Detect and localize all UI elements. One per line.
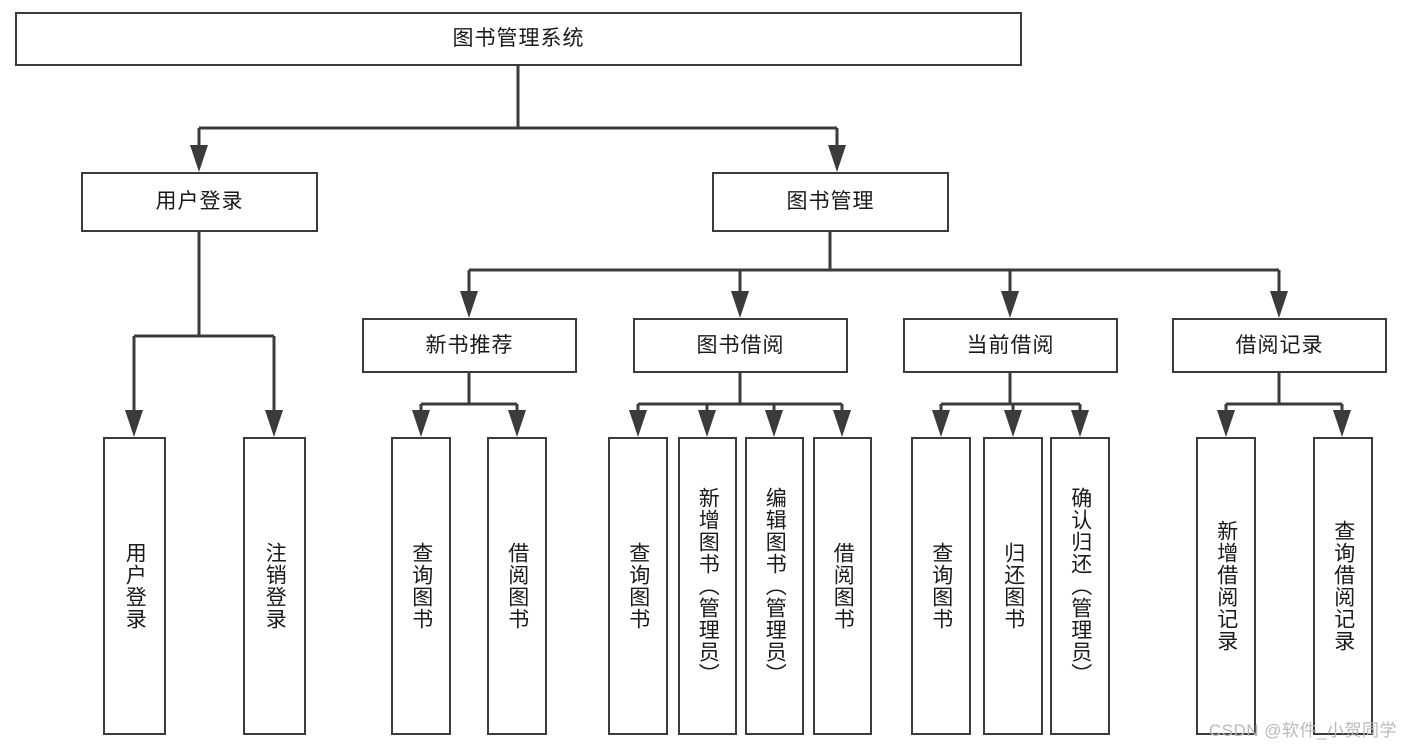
node-leaf-borrow-book-2[interactable]: 借阅图书 (813, 437, 872, 735)
arrowhead-17 (1217, 410, 1235, 437)
node-user-login[interactable]: 用户登录 (81, 172, 318, 232)
node-leaf-return-book[interactable]: 归还图书 (983, 437, 1043, 735)
node-leaf-query-book-2[interactable]: 查询图书 (608, 437, 668, 735)
node-label: 确认归还（管理员） (1068, 487, 1092, 685)
node-label: 查询借阅记录 (1331, 520, 1355, 652)
node-label: 借阅图书 (505, 542, 529, 630)
node-label: 注销登录 (263, 542, 287, 630)
arrowhead-18 (1333, 410, 1351, 437)
node-label: 新书推荐 (425, 333, 514, 357)
node-borrow-record[interactable]: 借阅记录 (1172, 318, 1387, 373)
node-leaf-user-logout[interactable]: 注销登录 (243, 437, 306, 735)
node-label: 新增图书（管理员） (696, 487, 720, 685)
node-leaf-borrow-book-1[interactable]: 借阅图书 (487, 437, 547, 735)
node-current-borrow[interactable]: 当前借阅 (903, 318, 1118, 373)
node-book-manage[interactable]: 图书管理 (712, 172, 949, 232)
arrowhead-14 (932, 410, 950, 437)
arrowhead-1 (828, 145, 846, 172)
node-label: 编辑图书（管理员） (763, 487, 787, 685)
arrowhead-3 (731, 291, 749, 318)
node-label: 归还图书 (1001, 542, 1025, 630)
node-leaf-query-book-3[interactable]: 查询图书 (911, 437, 971, 735)
arrowhead-10 (629, 410, 647, 437)
node-leaf-edit-book-admin[interactable]: 编辑图书（管理员） (745, 437, 804, 735)
node-label: 查询图书 (929, 542, 953, 630)
node-leaf-confirm-return-admin[interactable]: 确认归还（管理员） (1050, 437, 1110, 735)
arrowhead-6 (125, 410, 143, 437)
node-label: 查询图书 (409, 542, 433, 630)
node-leaf-query-book-1[interactable]: 查询图书 (391, 437, 451, 735)
arrowhead-12 (765, 410, 783, 437)
node-leaf-add-borrow-record[interactable]: 新增借阅记录 (1196, 437, 1256, 735)
arrowhead-16 (1071, 410, 1089, 437)
node-leaf-add-book-admin[interactable]: 新增图书（管理员） (678, 437, 737, 735)
arrowhead-11 (698, 410, 716, 437)
arrowhead-7 (265, 410, 283, 437)
node-leaf-user-login[interactable]: 用户登录 (103, 437, 166, 735)
node-new-book-recommend[interactable]: 新书推荐 (362, 318, 577, 373)
node-label: 借阅记录 (1235, 333, 1324, 357)
arrowhead-5 (1270, 291, 1288, 318)
node-leaf-query-borrow-record[interactable]: 查询借阅记录 (1313, 437, 1373, 735)
node-label: 图书借阅 (696, 333, 785, 357)
node-label: 图书管理 (786, 190, 875, 214)
node-label: 新增借阅记录 (1214, 520, 1238, 652)
arrowhead-4 (1001, 291, 1019, 318)
arrowhead-13 (833, 410, 851, 437)
node-label: 当前借阅 (966, 333, 1055, 357)
node-label: 借阅图书 (831, 542, 855, 630)
node-label: 用户登录 (155, 190, 244, 214)
arrowhead-2 (460, 291, 478, 318)
arrowhead-8 (412, 410, 430, 437)
node-book-borrow[interactable]: 图书借阅 (633, 318, 848, 373)
node-label: 用户登录 (123, 542, 147, 630)
node-label: 图书管理系统 (452, 27, 585, 51)
watermark-text: CSDN @软件_小贺同学 (1208, 721, 1397, 740)
arrowhead-9 (508, 410, 526, 437)
node-root[interactable]: 图书管理系统 (15, 12, 1022, 66)
node-label: 查询图书 (626, 542, 650, 630)
arrowhead-15 (1004, 410, 1022, 437)
arrowhead-0 (190, 145, 208, 172)
